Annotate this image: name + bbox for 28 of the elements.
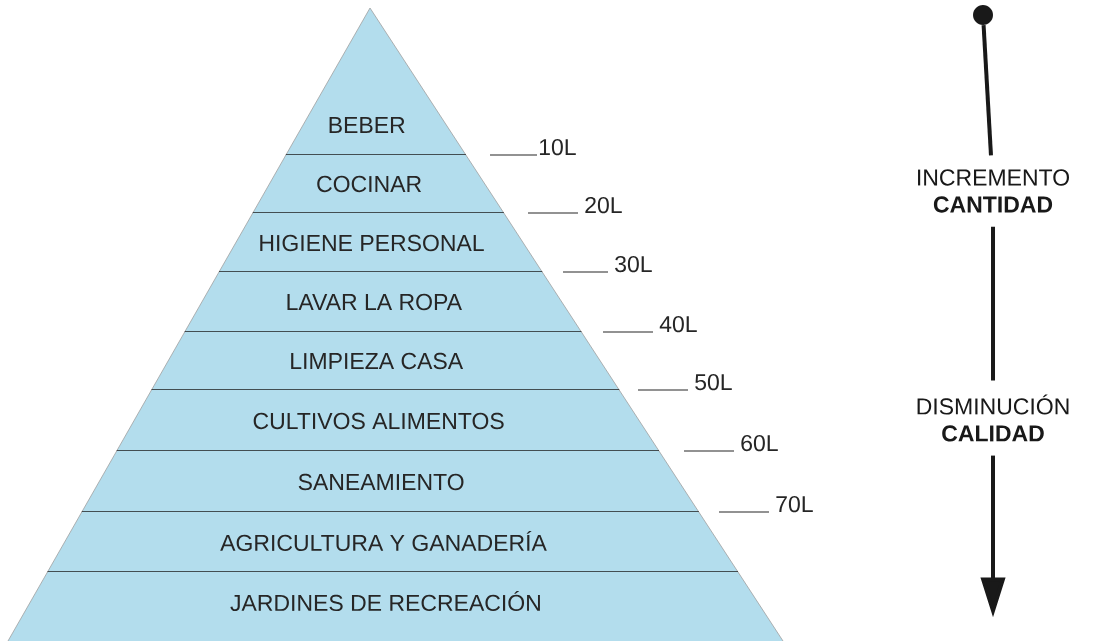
volume-label: 70L bbox=[776, 495, 813, 513]
volume-label: 40L bbox=[659, 315, 697, 333]
pyramid-band: JARDINES DE RECREACIÓN bbox=[7, 571, 784, 642]
pyramid-band: AGRICULTURA Y GANADERÍA bbox=[46, 511, 739, 573]
node-label: CULTIVOS ALIMENTOS bbox=[253, 412, 504, 430]
node-label: COCINAR bbox=[317, 175, 422, 193]
node-label: AGRICULTURA Y GANADERÍA bbox=[220, 530, 547, 552]
volume-label: 20L bbox=[585, 196, 622, 214]
volume-label: 30L bbox=[615, 255, 652, 273]
pyramid-band: LAVAR LA ROPA bbox=[183, 271, 583, 333]
node-label: LIMPIEZA CASA bbox=[291, 352, 464, 370]
volume-label: 60L bbox=[741, 434, 778, 452]
pyramid-band: BEBER bbox=[285, 7, 467, 156]
axis-label: INCREMENTO CANTIDAD bbox=[918, 169, 1069, 213]
volume-label: 10L bbox=[539, 138, 576, 156]
start-dot bbox=[973, 5, 993, 25]
pyramid-band: HIGIENE PERSONAL bbox=[218, 212, 543, 273]
node-label: SANEAMIENTO bbox=[298, 473, 464, 491]
node-label: LAVAR LA ROPA bbox=[287, 293, 462, 311]
volume-label: 50L bbox=[695, 373, 732, 391]
node-label: BEBER bbox=[329, 117, 405, 133]
pyramid-band: SANEAMIENTO bbox=[81, 450, 700, 513]
pyramid-band: LIMPIEZA CASA bbox=[150, 331, 620, 391]
pyramid-band: COCINAR bbox=[252, 154, 505, 214]
node-label: JARDINES DE RECREACIÓN bbox=[230, 590, 540, 612]
node-label: HIGIENE PERSONAL bbox=[260, 234, 484, 252]
axis-label: DISMINUCIÓN CALIDAD bbox=[917, 394, 1069, 442]
pyramid-band: CULTIVOS ALIMENTOS bbox=[115, 389, 660, 452]
